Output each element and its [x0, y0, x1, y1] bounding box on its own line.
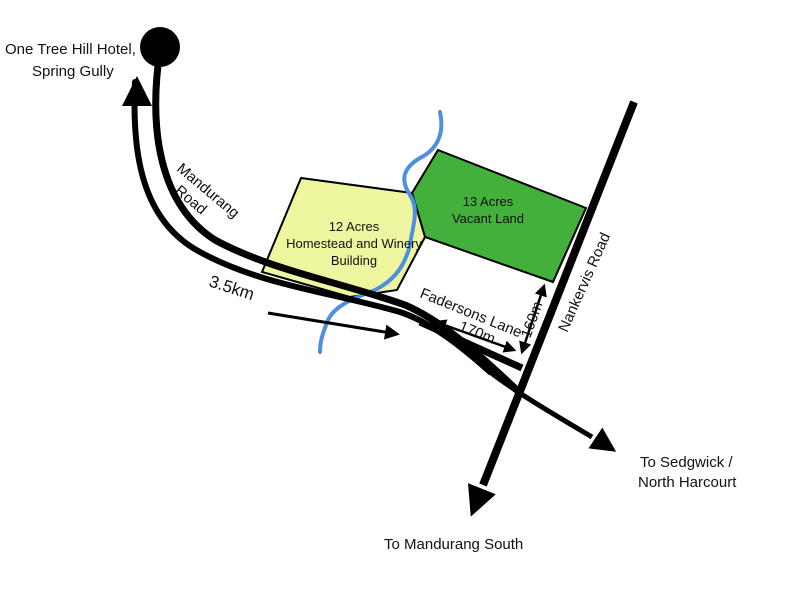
homestead-label-line1: 12 Acres: [329, 219, 380, 234]
mandurang-south-dashes: [467, 483, 496, 517]
homestead-label-line2: Homestead and Winery: [286, 236, 422, 251]
homestead-label-line3: Building: [331, 253, 377, 268]
sedgwick-label-line2: North Harcourt: [638, 474, 737, 491]
vacant-label-line2: Vacant Land: [452, 211, 524, 226]
vacant-land-parcel: [410, 148, 588, 284]
creek: [318, 110, 444, 354]
homestead-parcel: [260, 176, 427, 299]
hotel-marker: [140, 27, 180, 67]
distance-170m-arrow: [433, 319, 517, 353]
hotel-label-line1: One Tree Hill Hotel,: [5, 41, 136, 58]
distance-3-5km-label: 3.5km: [207, 272, 257, 304]
hotel-label-line2: Spring Gully: [32, 63, 114, 80]
vacant-label-line1: 13 Acres: [463, 194, 514, 209]
sedgwick-label-line1: To Sedgwick /: [640, 454, 733, 471]
distance-160m-arrow: [519, 283, 547, 355]
sedgwick-road: [488, 370, 594, 440]
mandurang-south-label: To Mandurang South: [384, 536, 523, 553]
nankervis-road: [479, 100, 638, 487]
distance-3-5km-arrow: [267, 311, 400, 340]
sedgwick-road-dashes: [588, 427, 617, 452]
